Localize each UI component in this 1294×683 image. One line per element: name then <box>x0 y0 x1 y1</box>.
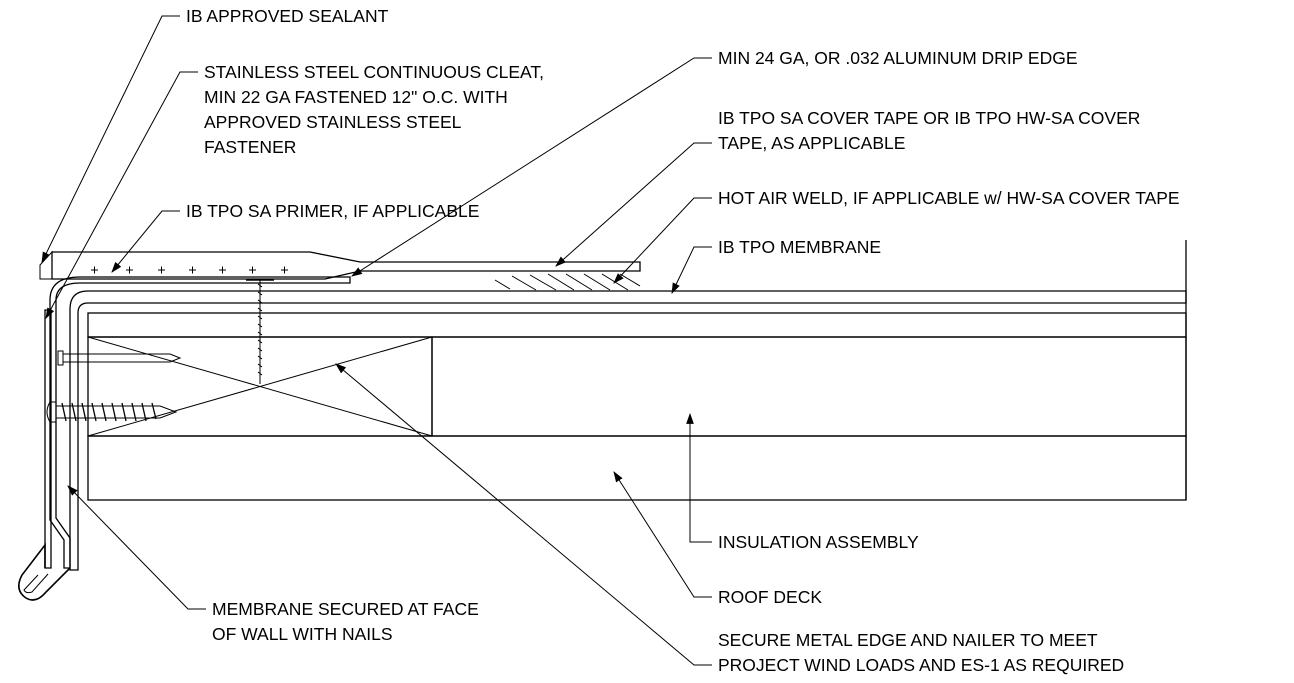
leader-primer <box>111 210 180 273</box>
insulation-assembly <box>431 336 1187 437</box>
roof-deck <box>87 435 1187 501</box>
cover-board <box>87 312 1187 338</box>
label-insulation: INSULATION ASSEMBLY <box>718 532 919 552</box>
sealant-wedge <box>39 250 53 280</box>
leader-insulation <box>686 412 712 543</box>
label-roof-deck: ROOF DECK <box>718 587 822 607</box>
label-drip-edge: MIN 24 GA, OR .032 ALUMINUM DRIP EDGE <box>718 48 1078 68</box>
cover-tape <box>51 251 641 280</box>
label-sealant: IB APPROVED SEALANT <box>186 6 389 26</box>
label-cleat-line-4: FASTENER <box>204 137 296 157</box>
tpo-membrane <box>69 290 1187 571</box>
leader-membrane <box>671 246 712 294</box>
label-membrane: IB TPO MEMBRANE <box>718 237 881 257</box>
label-cover-tape-line-2: TAPE, AS APPLICABLE <box>718 133 905 153</box>
leader-drip-edge <box>351 57 712 277</box>
label-wall-nails-line-1: MEMBRANE SECURED AT FACE <box>212 599 479 619</box>
leader-wall-nails <box>67 485 206 610</box>
label-wall-nails-line-2: OF WALL WITH NAILS <box>212 624 393 644</box>
label-hot-air-weld: HOT AIR WELD, IF APPLICABLE w/ HW-SA COV… <box>718 188 1180 208</box>
leader-roof-deck <box>613 471 712 598</box>
label-cleat-line-3: APPROVED STAINLESS STEEL <box>204 112 462 132</box>
callout-labels: IB APPROVED SEALANT STAINLESS STEEL CONT… <box>186 6 1180 675</box>
leader-lines <box>41 15 712 666</box>
wall-screw <box>46 401 178 423</box>
leader-sealant <box>41 15 180 263</box>
leader-cleat <box>45 71 198 319</box>
cleat-fastener-vertical <box>246 279 274 384</box>
label-cleat-line-2: MIN 22 GA FASTENED 12" O.C. WITH <box>204 87 508 107</box>
label-metal-edge-line-1: SECURE METAL EDGE AND NAILER TO MEET <box>718 630 1098 650</box>
wall-nail <box>57 350 182 366</box>
label-primer: IB TPO SA PRIMER, IF APPLICABLE <box>186 201 479 221</box>
leader-metal-edge <box>335 363 712 666</box>
leader-cover-tape <box>555 142 712 267</box>
label-cover-tape-line-1: IB TPO SA COVER TAPE OR IB TPO HW-SA COV… <box>718 108 1140 128</box>
label-metal-edge-line-2: PROJECT WIND LOADS AND ES-1 AS REQUIRED <box>718 655 1124 675</box>
primer-marks <box>91 266 288 274</box>
drip-edge <box>49 276 351 569</box>
drip-edge-hem <box>18 542 71 601</box>
hot-air-weld-marks <box>494 273 641 291</box>
leader-weld <box>613 197 712 284</box>
label-cleat-line-1: STAINLESS STEEL CONTINUOUS CLEAT, <box>204 62 544 82</box>
